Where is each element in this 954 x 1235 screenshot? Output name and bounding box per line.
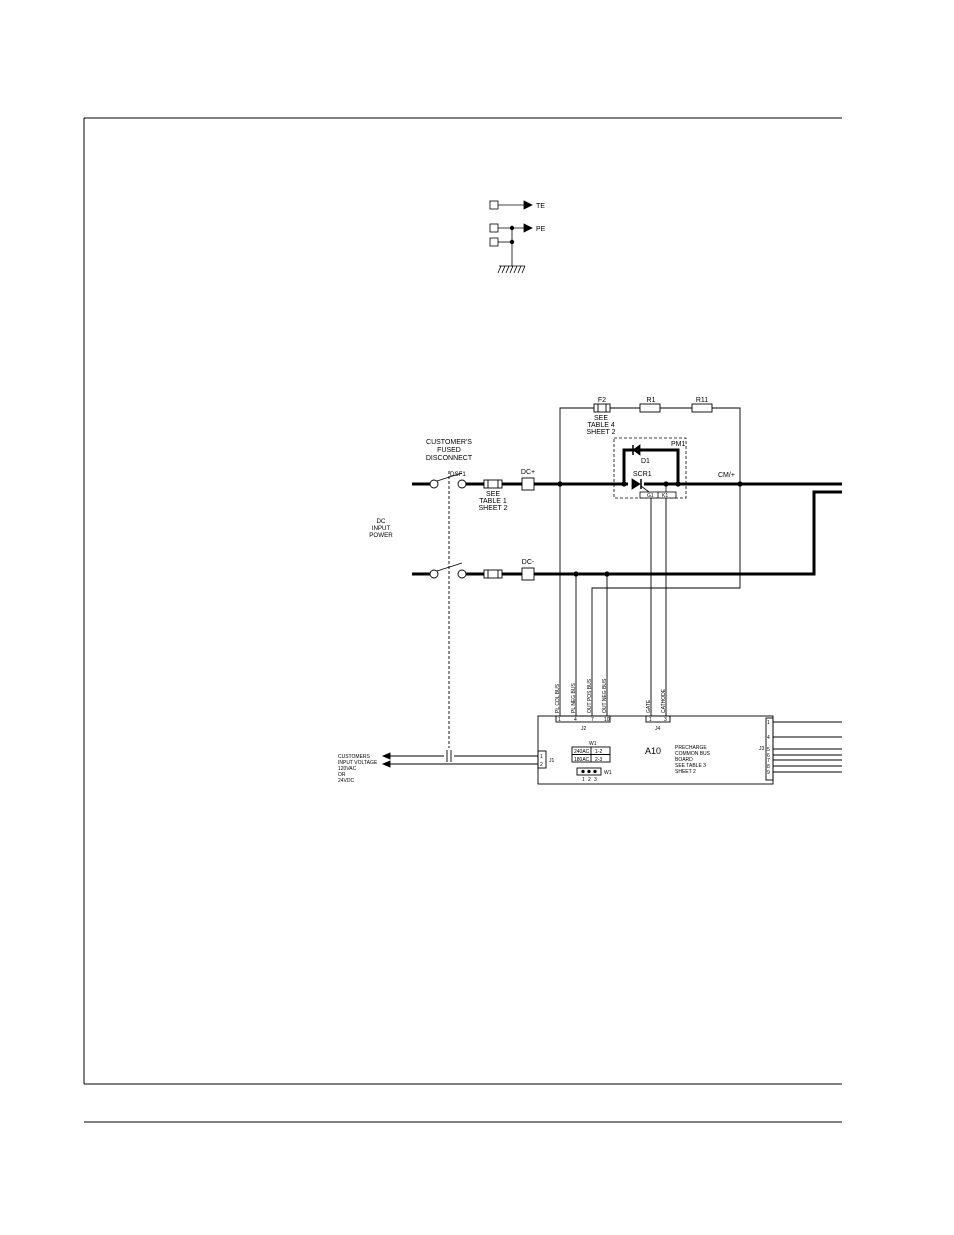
pm1-module — [613, 437, 687, 499]
w1-jumper-pin: 3 — [594, 777, 597, 783]
j1-pin: 1 — [540, 754, 543, 760]
precharge-branch — [559, 403, 741, 484]
customer-voltage-line3: 120VAC — [338, 766, 357, 772]
g1-label: G1 — [647, 493, 654, 499]
customer-disconnect-line2: FUSED — [437, 447, 461, 454]
drawing-frame — [83, 117, 842, 1123]
dc-input-power-line3: POWER — [369, 532, 393, 539]
k1-label: K1 — [662, 493, 668, 499]
j3-pin: 1 — [767, 720, 770, 726]
te-label: TE — [536, 203, 545, 210]
j3-pin: 6 — [767, 753, 770, 759]
customer-voltage-line1: CUSTOMERS — [338, 754, 371, 760]
dc-minus-label: DC- — [522, 559, 535, 566]
control-wiring — [381, 484, 741, 768]
r11-label: R11 — [696, 397, 708, 404]
j3-label: J3 — [759, 746, 765, 752]
a10-desc-line1: PRECHARGE — [675, 745, 707, 751]
j2-signal: PL NEG BUS — [571, 683, 577, 713]
w1-cell: 2-3 — [595, 757, 602, 763]
j4-label: J4 — [655, 726, 661, 732]
w1-cell: 1-2 — [595, 749, 602, 755]
power-bus — [412, 448, 842, 576]
f2-ref-line1: SEE — [594, 415, 608, 422]
j2-pin: 10 — [604, 717, 610, 723]
pe-label: PE — [536, 226, 546, 233]
dc-input-power-line2: INPUT — [372, 525, 391, 532]
customer-disconnect-line1: CUSTOMER'S — [426, 439, 472, 446]
j3-pin: 8 — [767, 764, 770, 770]
customer-voltage-line4: OR — [338, 772, 346, 778]
w1-cell: 240AC — [574, 749, 590, 755]
customer-disconnect-line3: DISCONNECT — [426, 455, 473, 462]
a10-desc-line3: BOARD — [675, 757, 693, 763]
w1-jumper-pin: 1 — [582, 777, 585, 783]
j3-pin: 9 — [767, 770, 770, 776]
pm1-label: PM1 — [671, 441, 686, 448]
customer-voltage-line2: INPUT VOLTAGE — [338, 760, 378, 766]
a10-desc-line4: SEE TABLE 3 — [675, 763, 706, 769]
f2-label: F2 — [598, 397, 606, 404]
fused-disconnect-switch — [429, 471, 467, 748]
w1-jumper-label: W1 — [604, 770, 612, 776]
dsf1-label: DSF1 — [450, 471, 466, 478]
dc-line-fuses — [483, 477, 535, 581]
r1-label: R1 — [647, 397, 656, 404]
j1-pin: 2 — [540, 762, 543, 768]
j4-signal: CATHODE — [661, 688, 667, 713]
j2-signal: OUT POS BUS — [587, 678, 593, 713]
j2-pin: 7 — [591, 717, 594, 723]
j3-pin: 4 — [767, 735, 770, 741]
dc-input-power-line1: DC — [377, 518, 386, 525]
scr1-label: SCR1 — [633, 471, 652, 478]
w1-cell: 180AC — [574, 757, 590, 763]
j2-signal: PL COL BUS — [555, 683, 561, 713]
j3-pin: 7 — [767, 758, 770, 764]
j4-pin: 3 — [664, 717, 667, 723]
j2-pin: 1 — [558, 717, 561, 723]
j3-pin: 5 — [767, 747, 770, 753]
j2-pin: 4 — [574, 717, 577, 723]
a10-name: A10 — [645, 746, 661, 756]
j1-label: J1 — [549, 758, 555, 764]
a10-board — [537, 715, 842, 785]
w1-jumper-pin: 2 — [588, 777, 591, 783]
cm-plus-label: CM/+ — [718, 472, 735, 479]
ground-legend — [489, 200, 533, 274]
a10-desc-line2: COMMON BUS — [675, 751, 711, 757]
j4-pin: 1 — [649, 717, 652, 723]
fuse-ref-line3: SHEET 2 — [478, 505, 507, 512]
customer-voltage-line5: 24VDC — [338, 778, 355, 784]
j4-signal: GATE — [646, 699, 652, 713]
w1-label: W1 — [589, 741, 597, 747]
j2-label: J2 — [581, 726, 587, 732]
fuse-ref-line2: TABLE 1 — [479, 498, 507, 505]
f2-ref-line2: TABLE 4 — [587, 422, 615, 429]
j2-signal: OUT NEG BUS — [602, 678, 608, 713]
f2-ref-line3: SHEET 2 — [586, 429, 615, 436]
d1-label: D1 — [641, 458, 650, 465]
dc-plus-label: DC+ — [521, 469, 535, 476]
fuse-ref-line1: SEE — [486, 491, 500, 498]
a10-desc-line5: SHEET 2 — [675, 769, 696, 775]
